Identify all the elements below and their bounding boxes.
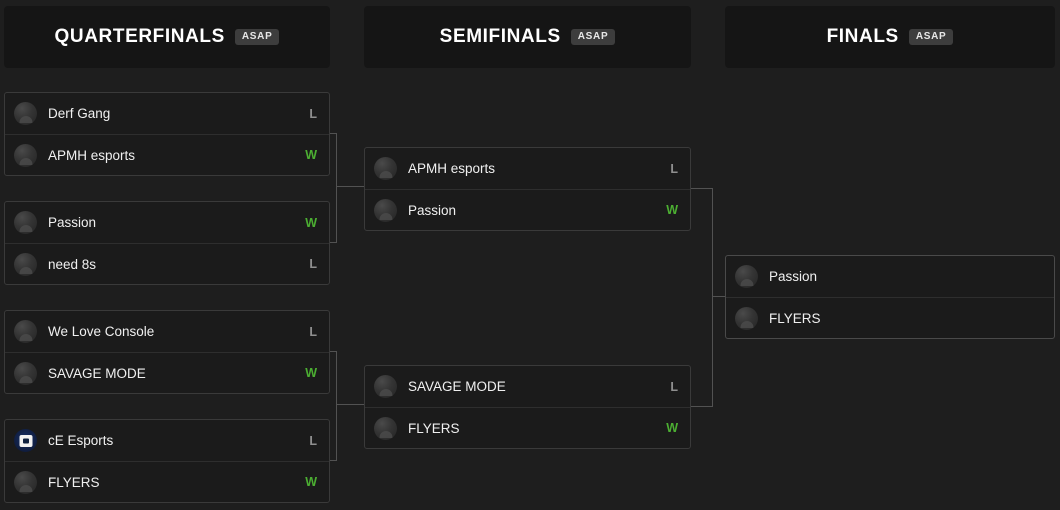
- default-team-logo-icon: [374, 157, 397, 180]
- match-result: L: [309, 433, 317, 448]
- match-result: W: [305, 366, 317, 380]
- default-team-logo-icon: [14, 470, 37, 494]
- match-result: L: [670, 379, 678, 394]
- team-name: FLYERS: [48, 474, 100, 490]
- connector-line: [330, 242, 337, 243]
- team-name: FLYERS: [408, 420, 460, 436]
- team-name: Passion: [48, 215, 97, 230]
- default-team-logo-icon: [735, 265, 758, 288]
- team-row[interactable]: Passion W: [5, 202, 329, 243]
- default-team-logo-icon: [14, 102, 37, 125]
- team-row[interactable]: FLYERS: [726, 297, 1054, 338]
- default-team-logo-icon: [14, 320, 37, 343]
- team-name: need 8s: [48, 256, 97, 272]
- default-team-logo-icon: [735, 306, 758, 330]
- connector-line: [336, 404, 364, 405]
- round-header-finals: FINALS ASAP: [725, 6, 1055, 68]
- round-header-quarterfinals: QUARTERFINALS ASAP: [4, 6, 330, 68]
- match-result: L: [670, 161, 678, 176]
- team-row[interactable]: We Love Console L: [5, 311, 329, 352]
- team-row[interactable]: FLYERS W: [5, 461, 329, 502]
- match-result: L: [309, 106, 317, 121]
- connector-line: [712, 296, 713, 406]
- default-team-logo-icon: [14, 361, 37, 385]
- match-result: W: [666, 203, 678, 217]
- match-card[interactable]: We Love Console L SAVAGE MODE W: [4, 310, 330, 394]
- connector-line: [336, 351, 337, 404]
- round-title: SEMIFINALS: [439, 26, 561, 47]
- round-header-semifinals: SEMIFINALS ASAP: [364, 6, 691, 68]
- team-name: We Love Console: [48, 324, 155, 339]
- team-row[interactable]: FLYERS W: [365, 407, 690, 448]
- connector-line: [712, 188, 713, 296]
- team-name: cE Esports: [48, 433, 114, 448]
- match-card[interactable]: Passion W need 8s L: [4, 201, 330, 285]
- asap-badge: ASAP: [234, 29, 280, 45]
- default-team-logo-icon: [14, 211, 37, 234]
- team-name: SAVAGE MODE: [48, 365, 146, 381]
- team-row[interactable]: need 8s L: [5, 243, 329, 284]
- match-result: W: [305, 215, 317, 230]
- match-result: L: [309, 257, 317, 271]
- match-card[interactable]: cE Esports L FLYERS W: [4, 419, 330, 503]
- team-row[interactable]: Passion: [726, 256, 1054, 297]
- team-row[interactable]: Derf Gang L: [5, 93, 329, 134]
- team-name: Passion: [408, 202, 457, 218]
- match-result: L: [309, 324, 317, 339]
- team-row[interactable]: SAVAGE MODE L: [365, 366, 690, 407]
- round-title: FINALS: [826, 26, 899, 47]
- connector-line: [330, 133, 337, 134]
- team-name: APMH esports: [408, 161, 496, 176]
- connector-line: [691, 406, 713, 407]
- ce-esports-logo-icon: [14, 429, 37, 452]
- team-name: Derf Gang: [48, 106, 111, 121]
- default-team-logo-icon: [374, 375, 397, 398]
- connector-line: [712, 296, 726, 297]
- match-card[interactable]: APMH esports L Passion W: [364, 147, 691, 231]
- match-card[interactable]: SAVAGE MODE L FLYERS W: [364, 365, 691, 449]
- default-team-logo-icon: [374, 198, 397, 222]
- match-result: W: [305, 475, 317, 489]
- connector-line: [336, 133, 337, 186]
- team-name: SAVAGE MODE: [408, 379, 506, 394]
- default-team-logo-icon: [374, 416, 397, 440]
- connector-line: [336, 186, 364, 187]
- match-card-final[interactable]: Passion FLYERS: [725, 255, 1055, 339]
- connector-line: [330, 351, 337, 352]
- connector-line: [336, 186, 337, 242]
- connector-line: [330, 460, 337, 461]
- default-team-logo-icon: [14, 252, 37, 276]
- team-name: FLYERS: [769, 310, 821, 326]
- team-row[interactable]: APMH esports W: [5, 134, 329, 175]
- match-card[interactable]: Derf Gang L APMH esports W: [4, 92, 330, 176]
- default-team-logo-icon: [14, 143, 37, 167]
- connector-line: [691, 188, 713, 189]
- team-row[interactable]: SAVAGE MODE W: [5, 352, 329, 393]
- round-title: QUARTERFINALS: [54, 26, 225, 47]
- match-result: W: [305, 148, 317, 162]
- team-row[interactable]: Passion W: [365, 189, 690, 230]
- connector-line: [336, 404, 337, 460]
- team-row[interactable]: APMH esports L: [365, 148, 690, 189]
- asap-badge: ASAP: [908, 29, 954, 45]
- team-row[interactable]: cE Esports L: [5, 420, 329, 461]
- team-name: APMH esports: [48, 147, 136, 163]
- match-result: W: [666, 421, 678, 435]
- team-name: Passion: [769, 269, 818, 284]
- asap-badge: ASAP: [570, 29, 616, 45]
